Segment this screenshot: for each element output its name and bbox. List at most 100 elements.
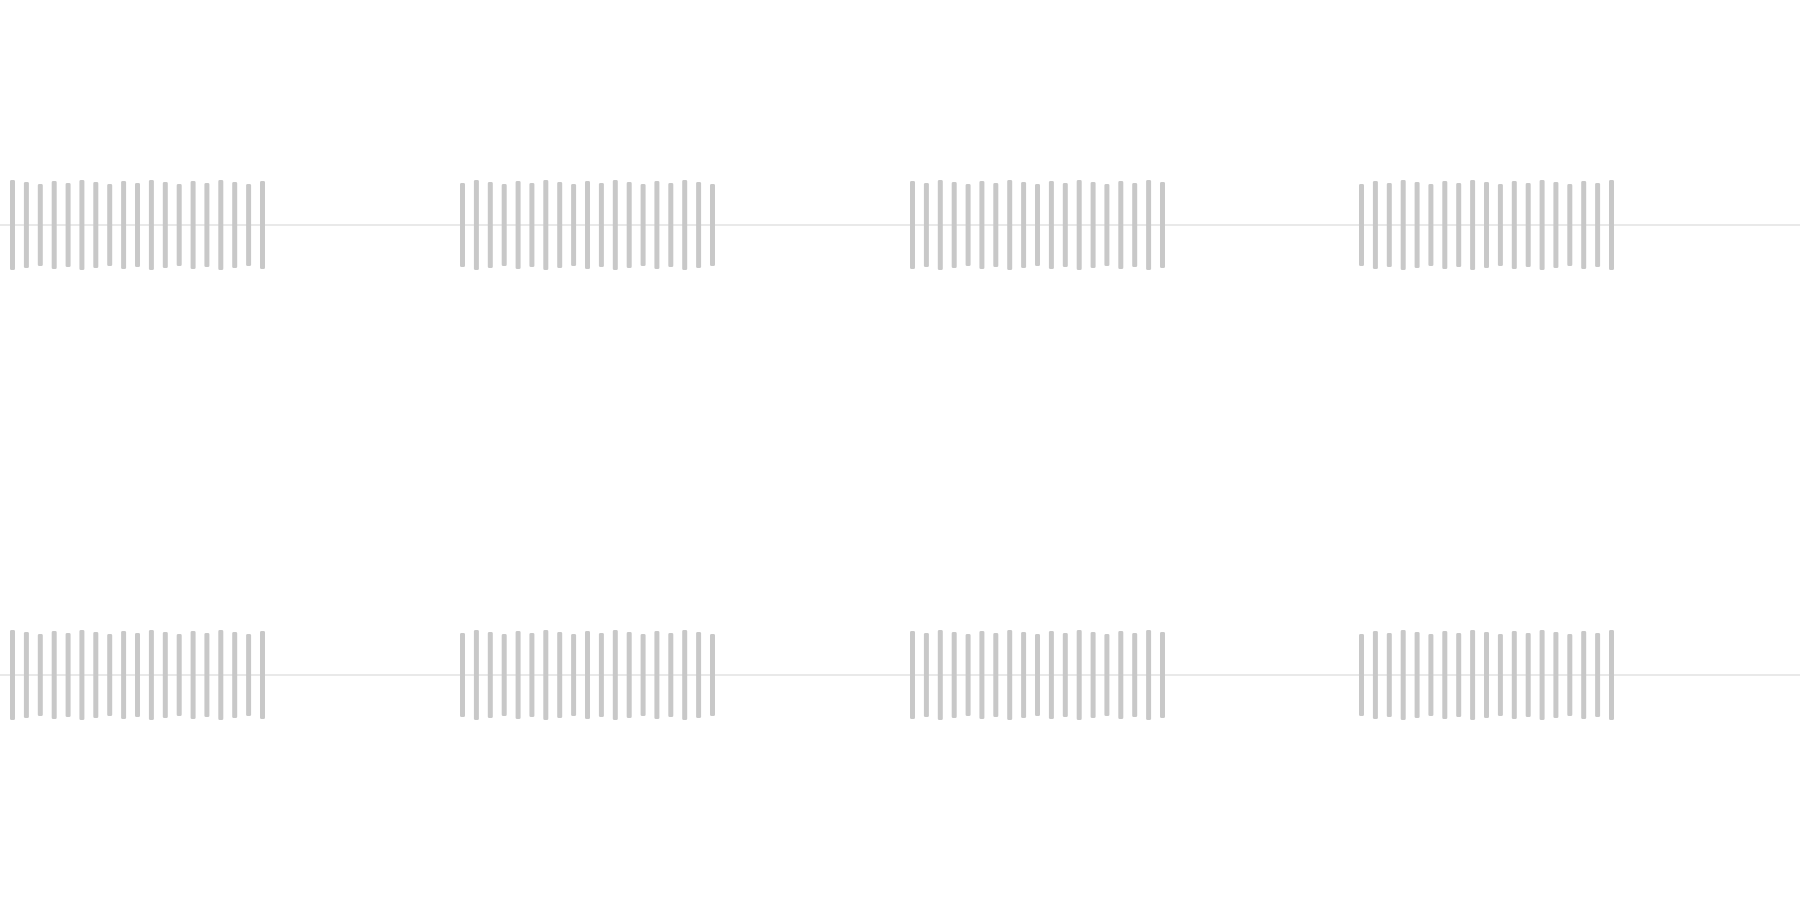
channel-2-burst-2-pulse <box>487 632 493 718</box>
channel-1-burst-1-pulse <box>246 184 252 266</box>
channel-1-burst-4-pulse <box>1386 183 1392 267</box>
channel-1-burst-3-pulse <box>1062 183 1068 267</box>
channel-2-burst-3-pulse <box>910 631 915 719</box>
channel-1-burst-3-pulse <box>1104 184 1110 266</box>
channel-1-burst-1-pulse <box>93 182 99 268</box>
channel-1-burst-1-pulse <box>65 183 71 267</box>
channel-2-burst-2-pulse <box>654 631 660 719</box>
channel-1-burst-1-pulse <box>79 180 85 270</box>
channel-1-burst-2-pulse <box>515 181 521 269</box>
channel-1-burst-3-pulse <box>1035 184 1040 266</box>
channel-1-burst-2-pulse <box>598 183 604 267</box>
channel-2-burst-1-pulse <box>65 633 71 717</box>
channel-2-burst-1-pulse <box>204 633 210 717</box>
channel-2-burst-3-pulse <box>993 633 999 717</box>
channel-2-burst-3-pulse <box>937 630 943 720</box>
channel-2-burst-4-pulse <box>1442 631 1448 719</box>
channel-1-burst-3-pulse <box>1146 180 1152 270</box>
channel-2-burst-4-pulse <box>1609 630 1614 720</box>
channel-1-burst-2-pulse <box>557 182 563 268</box>
channel-2-burst-4-pulse <box>1470 630 1476 720</box>
channel-2-burst-3-pulse <box>1048 631 1054 719</box>
channel-1-burst-4-pulse <box>1539 180 1545 270</box>
channel-1-burst-2-pulse <box>654 181 660 269</box>
channel-2-burst-1-pulse <box>10 630 15 720</box>
channel-1-burst-4-pulse <box>1400 180 1406 270</box>
channel-2-burst-3-pulse <box>923 633 929 717</box>
channel-2-burst-4-pulse <box>1581 631 1587 719</box>
channel-2-burst-2-pulse <box>682 630 688 720</box>
channel-1-burst-2-pulse <box>668 183 674 267</box>
channel-2-burst-1-pulse <box>121 631 127 719</box>
channel-2-burst-4-pulse <box>1414 632 1420 718</box>
channel-1-burst-4-pulse <box>1595 183 1601 267</box>
channel-1-burst-4-pulse <box>1567 184 1573 266</box>
channel-1-burst-3-pulse <box>1090 182 1096 268</box>
channel-2-burst-3-pulse <box>1076 630 1082 720</box>
channel-1-burst-4-pulse <box>1456 183 1462 267</box>
channel-1-bursts <box>10 180 1614 270</box>
channel-1-burst-4-pulse <box>1470 180 1476 270</box>
channel-1-burst-4-pulse <box>1497 184 1503 266</box>
channel-2-burst-1-pulse <box>37 634 43 716</box>
channel-2-burst-2-pulse <box>585 631 590 719</box>
channel-2-burst-4-pulse <box>1497 634 1503 716</box>
channel-2-burst-3-pulse <box>1160 632 1165 718</box>
channel-1-burst-2-pulse <box>626 182 632 268</box>
channel-1-burst-2-pulse <box>682 180 688 270</box>
channel-2-burst-1-pulse <box>246 634 252 716</box>
channel-2-burst-1-pulse <box>135 633 140 717</box>
channel-2-burst-1-pulse <box>148 630 154 720</box>
channel-1-burst-3-pulse <box>923 183 929 267</box>
channel-1-burst-3-pulse <box>993 183 999 267</box>
channel-2-burst-2-pulse <box>557 632 563 718</box>
channel-2-burst-1-pulse <box>176 634 182 716</box>
channel-1-burst-1 <box>10 180 265 270</box>
channel-2-burst-1-pulse <box>162 632 168 718</box>
channel-2-burst-4-pulse <box>1567 634 1573 716</box>
channel-2-burst-2-pulse <box>598 633 604 717</box>
channel-1-burst-3-pulse <box>910 181 915 269</box>
channel-2-burst-3-pulse <box>1146 630 1152 720</box>
channel-1-burst-1-pulse <box>107 184 113 266</box>
channel-1-burst-2-pulse <box>710 184 715 266</box>
channel-2-burst-1-pulse <box>23 632 29 718</box>
channel-2-burst-1-pulse <box>79 630 85 720</box>
channel-2-burst-3-pulse <box>1132 633 1138 717</box>
channel-2-bursts <box>10 630 1614 720</box>
channel-1-burst-3-pulse <box>1048 181 1054 269</box>
channel-1-burst-3-pulse <box>979 181 985 269</box>
channel-1-burst-1-pulse <box>162 182 168 268</box>
channel-1-burst-2-pulse <box>585 181 590 269</box>
channel-2-burst-1-pulse <box>260 631 265 719</box>
waveform-channel-1[interactable] <box>0 0 1800 450</box>
channel-1-burst-4-pulse <box>1414 182 1420 268</box>
channel-1-burst-1-pulse <box>23 182 29 268</box>
channel-1-burst-1-pulse <box>51 181 57 269</box>
channel-1-burst-2-pulse <box>612 180 618 270</box>
channel-2-burst-2-pulse <box>460 633 465 717</box>
channel-1-burst-4-pulse <box>1525 183 1531 267</box>
channel-1-burst-3-pulse <box>951 182 957 268</box>
channel-1-burst-1-pulse <box>260 181 265 269</box>
channel-2-burst-3-pulse <box>965 634 971 716</box>
waveform-channel-2[interactable] <box>0 450 1800 900</box>
channel-2-burst-1-pulse <box>232 632 238 718</box>
channel-2-burst-4-pulse <box>1553 632 1559 718</box>
channel-2-burst-4-pulse <box>1484 632 1489 718</box>
channel-1-burst-4-pulse <box>1581 181 1587 269</box>
channel-1-burst-4 <box>1359 180 1614 270</box>
channel-2-burst-1-pulse <box>107 634 113 716</box>
channel-1-burst-3-pulse <box>937 180 943 270</box>
channel-2-burst-2-pulse <box>612 630 618 720</box>
channel-1-burst-4-pulse <box>1359 184 1364 266</box>
channel-2-burst-2-pulse <box>626 632 632 718</box>
channel-1-burst-3-pulse <box>1007 180 1013 270</box>
channel-1-burst-2-pulse <box>529 183 535 267</box>
channel-1-burst-2-pulse <box>460 183 465 267</box>
channel-2-burst-2-pulse <box>710 634 715 716</box>
channel-2-burst-1-pulse <box>93 632 99 718</box>
channel-2-burst-4-pulse <box>1456 633 1462 717</box>
channel-2-burst-2-pulse <box>668 633 674 717</box>
